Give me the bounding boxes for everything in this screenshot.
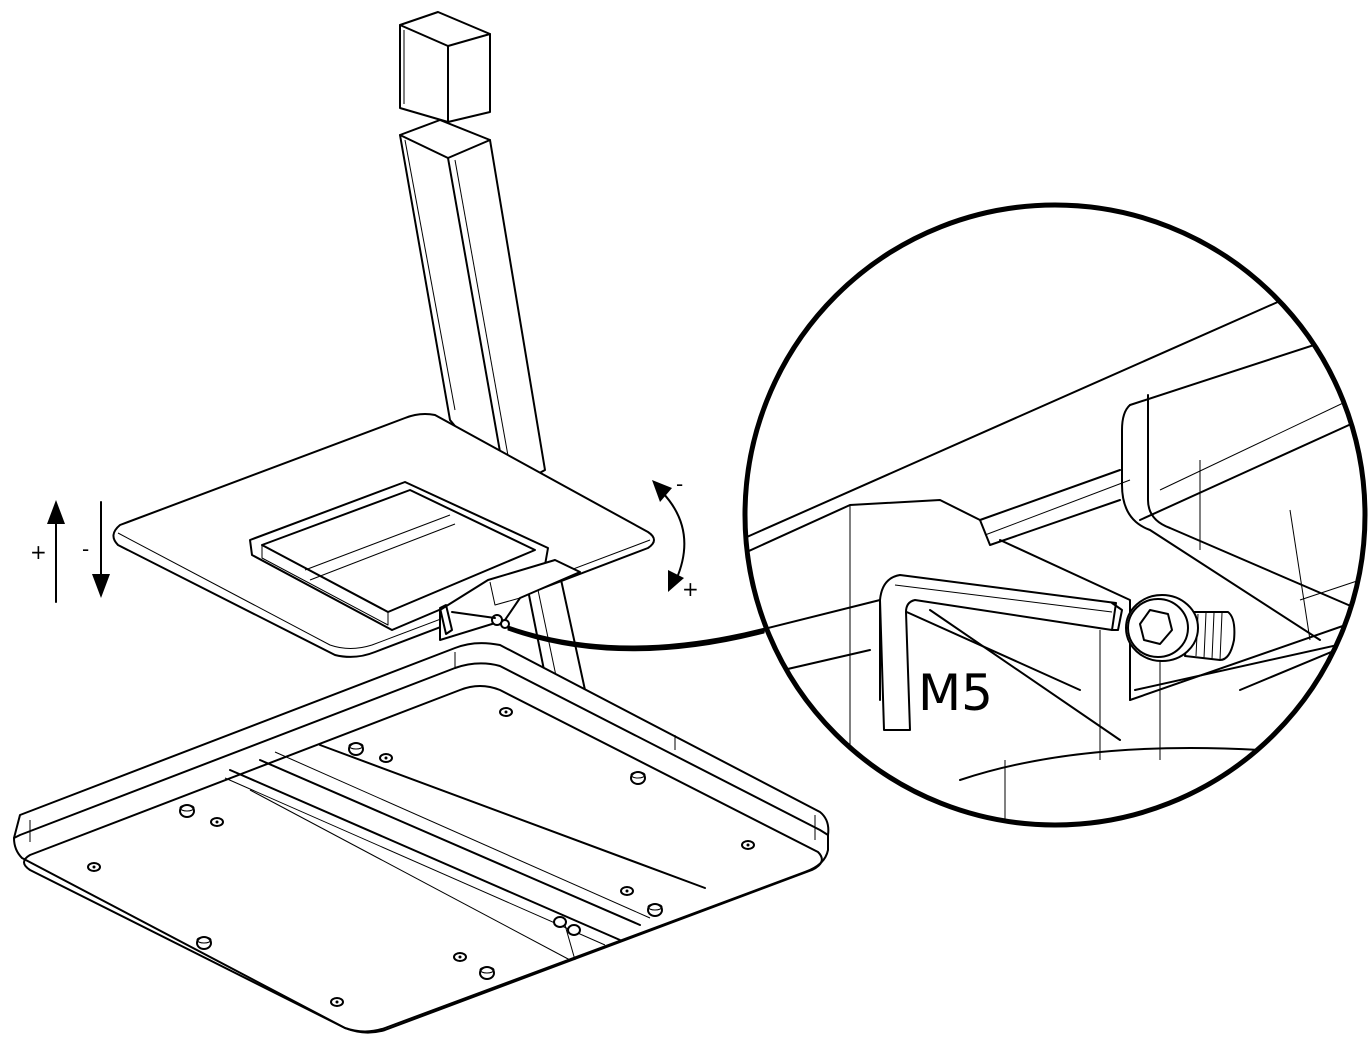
curved-arrow-up-icon	[652, 480, 672, 502]
bolt-head-icon	[553, 916, 581, 936]
bolt-head-icon	[453, 952, 467, 962]
bolt-head-icon	[647, 903, 663, 917]
tilt-minus-label: -	[676, 472, 683, 496]
curved-arrow-down-icon	[668, 570, 684, 592]
tilt-plus-label: +	[682, 577, 699, 601]
socket-screw-icon	[1125, 594, 1236, 662]
mounting-plate	[112, 413, 655, 658]
bolt-head-icon	[479, 966, 495, 980]
detail-leader-line	[507, 625, 766, 652]
column-post	[399, 11, 586, 701]
bolt-head-icon	[330, 997, 344, 1007]
bolt-head-icon	[741, 840, 755, 850]
arrow-up-icon	[47, 500, 65, 524]
height-minus-label: -	[82, 537, 89, 561]
bolt-head-icon	[379, 753, 393, 763]
bolt-head-icon	[196, 936, 212, 950]
base-plate	[13, 642, 830, 1034]
bolt-head-icon	[620, 886, 634, 896]
bolt-head-icon	[210, 817, 224, 827]
detail-circle-border	[742, 202, 1368, 828]
detail-view	[745, 205, 1365, 825]
height-plus-label: +	[30, 540, 47, 564]
arrow-down-icon	[92, 574, 110, 598]
allen-key-icon	[879, 574, 1123, 731]
bolt-head-icon	[499, 707, 513, 717]
bolt-head-icon	[87, 862, 101, 872]
base-fasteners	[87, 707, 755, 1007]
tilt-adjust-arrow	[652, 480, 686, 592]
tool-size-label: M5	[918, 664, 993, 722]
height-adjust-arrows	[47, 500, 110, 603]
bolt-head-icon	[179, 804, 195, 818]
bolt-head-icon	[630, 771, 646, 785]
bolt-head-icon	[348, 742, 364, 756]
